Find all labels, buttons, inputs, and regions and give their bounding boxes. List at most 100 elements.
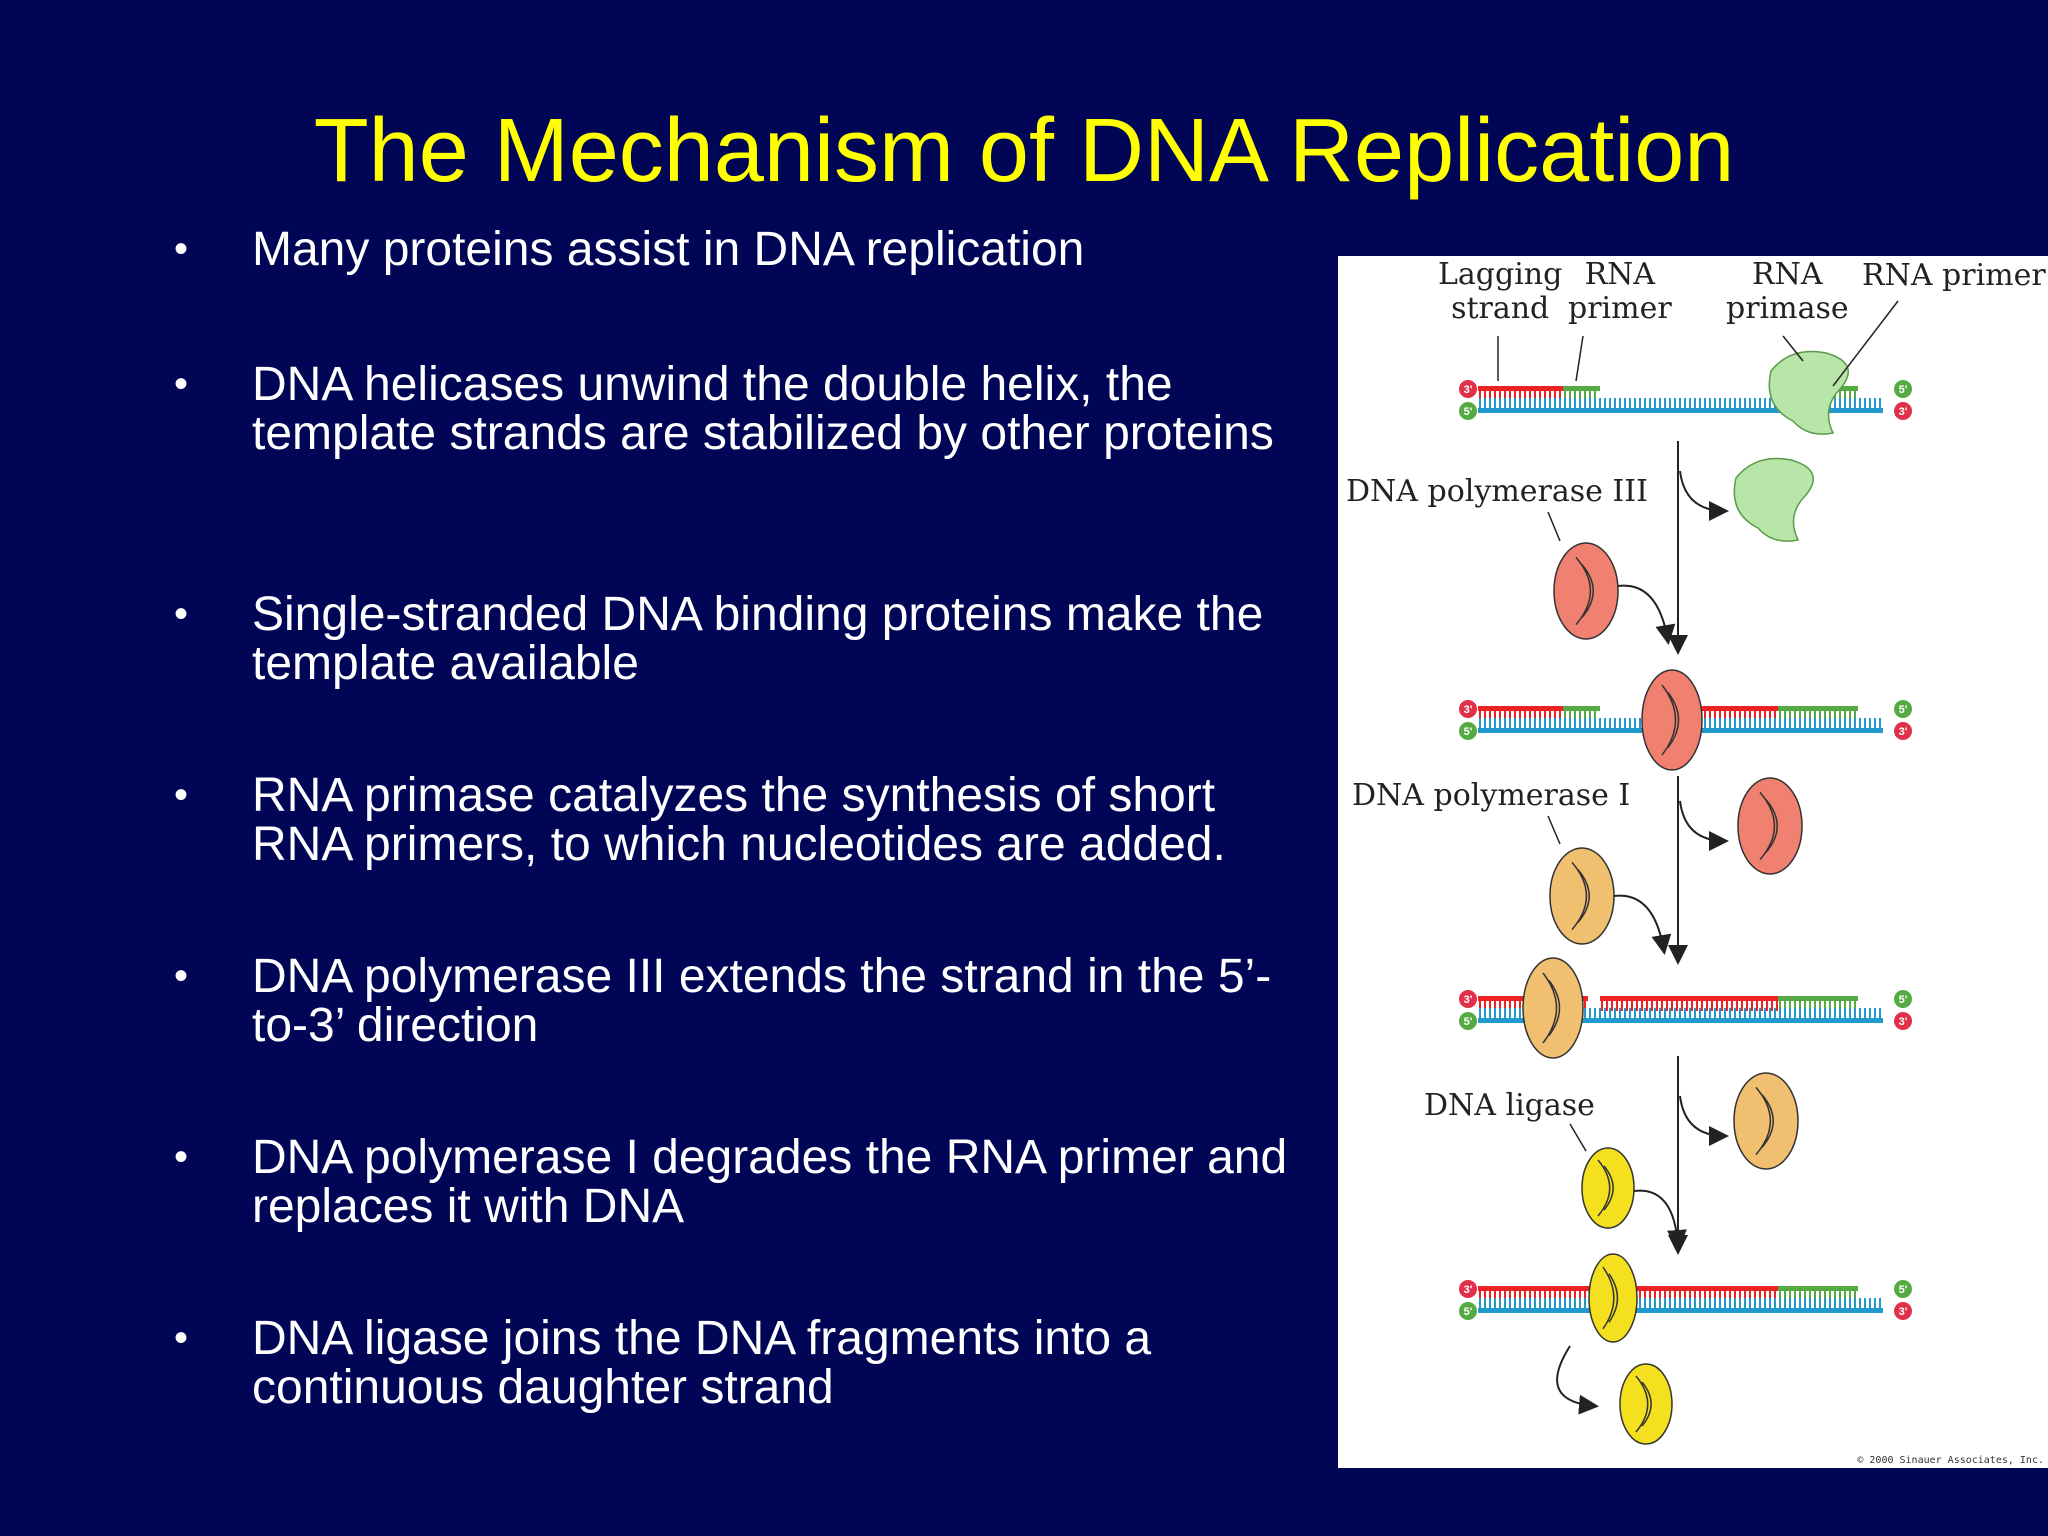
released-ligase-groove [1635,1375,1649,1433]
duplex-stage-2-top-1-bases [1564,711,1596,721]
duplex-stage-3-bottom-5prime-circle [1459,1012,1477,1030]
released-pol-i-groove [1755,1086,1772,1156]
release-arrow-pol-i [1679,1095,1729,1146]
duplex-stage-2-top-3 [1778,706,1858,721]
bind-arrow-ligase [1633,1189,1687,1250]
duplex-stage-4-top-5prime-circle [1894,1280,1912,1298]
duplex-stage-2-top-5prime: 5' [1894,700,1912,718]
duplex-stage-2-bottom-5prime-circle [1459,722,1477,740]
dna-pol-i-enzyme [1549,847,1615,945]
duplex-stage-1-top-0-backbone [1478,386,1563,391]
duplex-stage-4-bottom-5prime: 5' [1459,1302,1477,1320]
duplex-stage-3-top-5prime: 5' [1894,990,1912,1008]
duplex-stage-2-top-1-backbone [1563,706,1600,711]
dna-ligase-bound-core [1608,1273,1619,1323]
bullet-text: DNA helicases unwind the double helix, t… [252,358,1274,460]
duplex-stage-2-top-3prime-circle [1459,700,1477,718]
duplex-stage-3-top-5prime-circle [1894,990,1912,1008]
pointer-dna-pol-i [1547,815,1561,845]
duplex-stage-2-bottom-3prime-circle [1894,722,1912,740]
bullet-text: DNA polymerase I degrades the RNA primer… [252,1131,1288,1233]
label-dna-polymerase-i: DNA polymerase I [1352,778,1631,813]
dna-pol-iii-bound [1641,669,1703,771]
duplex-stage-2-top-3-backbone [1778,706,1858,711]
duplex-stage-4-top-5prime: 5' [1894,1280,1912,1298]
released-pol-i-body [1733,1072,1799,1170]
label-rna-primer-right: RNA primer [1862,258,2046,293]
dna-pol-i-bound [1522,957,1584,1059]
duplex-stage-1-top-1-backbone [1563,386,1600,391]
duplex-stage-4-template-bases [1479,1298,1881,1308]
duplex-stage-1-top-0 [1478,386,1563,401]
duplex-stage-2-top-0 [1478,706,1563,721]
slide-title: The Mechanism of DNA Replication [313,101,1735,201]
duplex-stage-3-bottom-5prime-text: 5' [1464,1016,1473,1028]
duplex-stage-3-top-1 [1600,996,1778,1011]
dna-pol-iii-bound-body [1641,669,1703,771]
duplex-stage-1-bottom-5prime: 5' [1459,402,1477,420]
dna-pol-iii-enzyme-core [1581,564,1594,618]
duplex-stage-1-bottom-5prime-text: 5' [1464,406,1473,418]
bullet-dot: • [174,954,189,998]
duplex-stage-4-top-5prime-text: 5' [1899,1284,1908,1296]
release-arrow-ligase [1556,1345,1599,1415]
duplex-stage-2-top-1 [1563,706,1600,721]
duplex-stage-1-top-3prime-text: 3' [1464,384,1473,396]
duplex-stage-4-top-3prime-text: 3' [1464,1284,1473,1296]
dna-ligase-bound-groove [1602,1266,1615,1330]
duplex-stage-4-top-1-backbone [1778,1286,1858,1291]
replication-diagram: 3'5'5'3'3'5'5'3'3'5'5'3'3'5'5'3' Lagging… [1338,256,2048,1468]
dna-pol-i-bound-core [1548,980,1561,1036]
dna-ligase-enzyme-groove [1597,1159,1611,1217]
duplex-stage-3-top-1-backbone [1600,996,1778,1001]
duplex-stage-4-bottom-3prime-circle [1894,1302,1912,1320]
dna-pol-iii-bound-groove [1661,684,1677,756]
duplex-stage-3-bottom-5prime: 5' [1459,1012,1477,1030]
bullet-dot: • [174,592,189,636]
bullet-text: Many proteins assist in DNA replication [252,223,1085,276]
bullet-dot: • [174,1135,189,1179]
label-rna-primase: RNA primase [1726,257,1849,326]
bullet-text: DNA polymerase III extends the strand in… [252,950,1272,1052]
dna-ligase-bound-body [1588,1253,1638,1343]
duplex-stage-2-top-5prime-text: 5' [1899,704,1908,716]
duplex-stage-2-top-3-bases [1779,711,1856,721]
label-dna-polymerase-iii: DNA polymerase III [1346,474,1648,509]
duplex-stage-3-top-3prime-text: 3' [1464,994,1473,1006]
bullet-dot: • [174,773,189,817]
bullet-dot: • [174,362,189,406]
released-ligase-body [1619,1363,1673,1445]
dna-pol-iii-bound-core [1667,692,1680,748]
pointer-dna-ligase [1569,1123,1587,1152]
dna-pol-iii-enzyme [1553,542,1619,640]
duplex-stage-4-bottom-5prime-circle [1459,1302,1477,1320]
bullet-text: DNA ligase joins the DNA fragments into … [252,1312,1152,1414]
duplex-stage-1-top-5prime: 5' [1894,380,1912,398]
duplex-stage-1-top-1-bases [1564,391,1596,401]
bullet-dot: • [174,1316,189,1360]
duplex-stage-4-bottom-5prime-text: 5' [1464,1306,1473,1318]
duplex-stage-1-top-5prime-text: 5' [1899,384,1908,396]
dna-pol-i-bound-groove [1542,972,1558,1044]
duplex-stage-3-template-backbone [1478,1018,1883,1023]
duplex-stage-3-bottom-3prime: 3' [1894,1012,1912,1030]
dna-pol-i-enzyme-core [1577,869,1590,923]
duplex-stage-4-bottom-3prime: 3' [1894,1302,1912,1320]
duplex-stage-2-top-3prime-text: 3' [1464,704,1473,716]
label-rna-primer-left: RNA primer [1568,257,1672,326]
duplex-stage-1-top-1 [1563,386,1600,401]
duplex-stage-4-bottom-3prime-text: 3' [1899,1306,1908,1318]
duplex-stage-4-top-1 [1778,1286,1858,1301]
label-dna-ligase: DNA ligase [1424,1088,1595,1123]
duplex-stage-1-bottom-3prime-text: 3' [1899,406,1908,418]
duplex-stage-4-template-backbone [1478,1308,1883,1313]
duplex-stage-3-bottom-3prime-circle [1894,1012,1912,1030]
bind-arrow-pol-iii [1617,584,1676,645]
duplex-stage-2-bottom-5prime: 5' [1459,722,1477,740]
pointer-rna-primase [1782,335,1804,362]
dna-ligase-bound [1588,1253,1638,1343]
duplex-stage-1-top-5prime-circle [1894,380,1912,398]
duplex-stage-4-template [1478,1298,1883,1313]
duplex-stage-2-bottom-5prime-text: 5' [1464,726,1473,738]
label-lagging-strand: Lagging strand [1438,257,1563,326]
